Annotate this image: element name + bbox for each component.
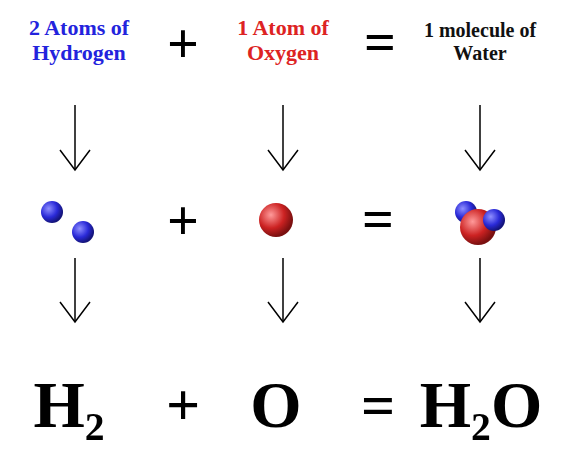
- equals-sign: =: [348, 371, 408, 440]
- down-arrows: [60, 105, 495, 322]
- formula: H₂: [4, 367, 134, 443]
- product-caption: 1 molecule of Water: [415, 19, 545, 65]
- plus-sign: +: [153, 189, 213, 253]
- reactant-caption: 2 Atoms of Hydrogen: [4, 15, 154, 66]
- hydrogen-atoms: [41, 201, 94, 243]
- equals-sign: =: [348, 187, 408, 251]
- equals-sign: =: [350, 10, 410, 74]
- reactant-caption: 1 Atom of Oxygen: [208, 15, 358, 66]
- oxygen-atom: [259, 203, 293, 237]
- plus-sign: +: [153, 12, 213, 76]
- formula: H₂O: [406, 367, 556, 443]
- plus-sign: +: [153, 371, 213, 440]
- formula: O: [231, 367, 321, 443]
- water-molecule: [455, 201, 505, 245]
